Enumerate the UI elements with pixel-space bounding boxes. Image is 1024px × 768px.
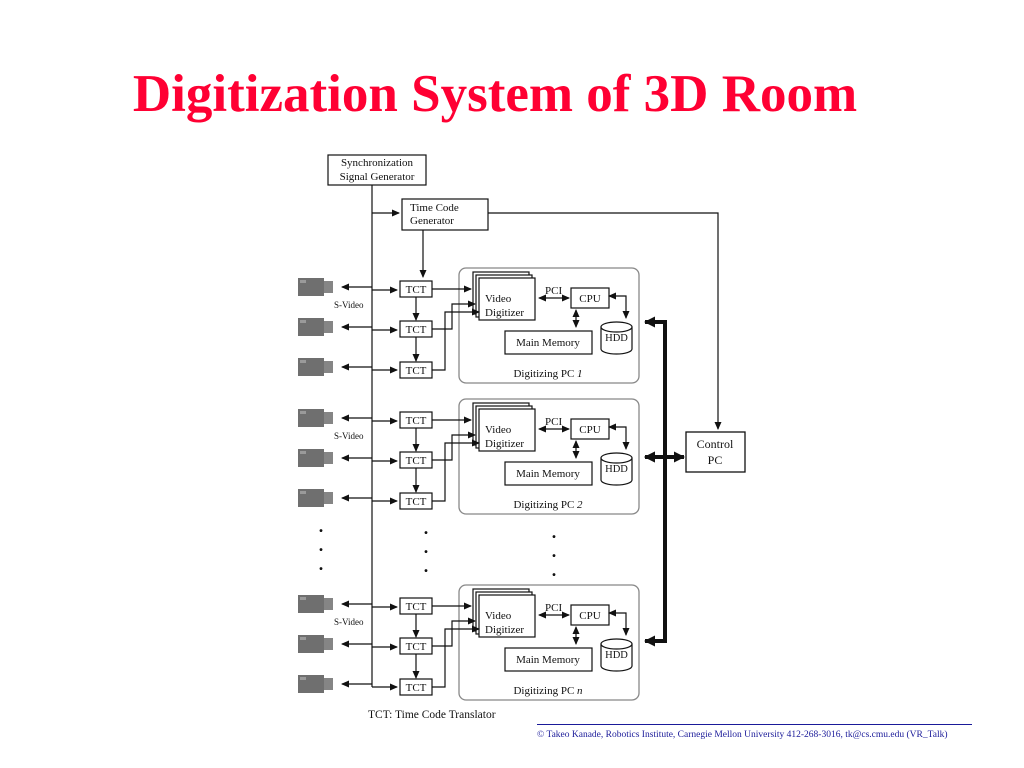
tct-label: TCT — [406, 415, 427, 427]
tct-to-digitizer-arrow — [432, 439, 480, 502]
control-pc-box — [685, 431, 746, 473]
sync-generator-box — [327, 154, 427, 186]
video-digitizer-label-1: Video — [485, 424, 512, 436]
slide-title: Digitization System of 3D Room — [132, 65, 858, 123]
ellipsis-cameras: . . . — [319, 516, 324, 574]
camera-icon — [298, 675, 333, 693]
tct-legend: TCT: Time Code Translator — [368, 709, 496, 721]
digitizing-group-2: S-VideoTCTTCTTCTVideoDigitizerPCICPUMain… — [298, 398, 640, 515]
main-memory-label: Main Memory — [516, 654, 580, 666]
video-digitizer-card — [478, 594, 536, 638]
pci-label: PCI — [545, 416, 562, 428]
camera-icon — [298, 489, 333, 507]
tct-to-digitizer-arrow — [432, 300, 476, 330]
time-code-generator-label-1: Time Code — [410, 202, 459, 214]
hdd-icon — [600, 452, 633, 486]
svg-text:.: . — [552, 541, 557, 561]
main-memory-label: Main Memory — [516, 337, 580, 349]
pci-label: PCI — [545, 285, 562, 297]
tct-label: TCT — [406, 601, 427, 613]
svg-text:.: . — [552, 560, 557, 580]
video-digitizer-label-1: Video — [485, 610, 512, 622]
svg-text:.: . — [319, 516, 324, 536]
camera-icon — [298, 409, 333, 427]
video-digitizer-label-2: Digitizer — [485, 307, 524, 319]
cpu-label: CPU — [579, 610, 600, 622]
cpu-hdd-arrow — [608, 292, 630, 319]
sync-generator-label-2: Signal Generator — [340, 171, 415, 183]
video-digitizer-label-2: Digitizer — [485, 438, 524, 450]
hdd-icon — [600, 321, 633, 355]
hdd-label: HDD — [605, 650, 628, 661]
svg-text:.: . — [319, 554, 324, 574]
camera-icon — [298, 358, 333, 376]
control-pc-label-2: PC — [708, 453, 723, 467]
svideo-label: S-Video — [334, 300, 364, 310]
digitizing-pc-label: Digitizing PC 2 — [513, 499, 583, 511]
ellipsis-digitizing-pcs: . . . — [552, 522, 557, 580]
footer-rule — [537, 724, 972, 725]
tct-to-digitizer-arrow — [432, 617, 476, 647]
digitizing-pc-label: Digitizing PC 1 — [513, 368, 582, 380]
control-pc-label-1: Control — [697, 437, 734, 451]
camera-icon — [298, 318, 333, 336]
svg-text:.: . — [319, 535, 324, 555]
tct-label: TCT — [406, 641, 427, 653]
digitizing-group-n: S-VideoTCTTCTTCTVideoDigitizerPCICPUMain… — [298, 584, 640, 701]
video-digitizer-card — [478, 277, 536, 321]
footer: © Takeo Kanade, Robotics Institute, Carn… — [537, 730, 997, 740]
tct-to-digitizer-arrow — [432, 431, 476, 461]
video-digitizer-label-1: Video — [485, 293, 512, 305]
tct-label: TCT — [406, 496, 427, 508]
camera-icon — [298, 635, 333, 653]
cpu-label: CPU — [579, 424, 600, 436]
footer-text: Takeo Kanade, Robotics Institute, Carneg… — [546, 730, 948, 740]
sync-generator-label-1: Synchronization — [341, 157, 414, 169]
copyright-symbol: © — [537, 730, 545, 740]
cpu-hdd-arrow — [608, 423, 630, 450]
video-digitizer-card — [478, 408, 536, 452]
camera-icon — [298, 278, 333, 296]
tct-label: TCT — [406, 682, 427, 694]
digitizing-pc-label: Digitizing PC n — [513, 685, 583, 697]
cpu-label: CPU — [579, 293, 600, 305]
svg-text:.: . — [424, 518, 429, 538]
tct-to-digitizer-arrow — [432, 625, 480, 688]
time-code-generator-box — [401, 198, 489, 231]
cpu-hdd-arrow — [608, 609, 630, 636]
tct-to-digitizer-arrow — [432, 308, 480, 371]
hdd-icon — [600, 638, 633, 672]
svg-text:.: . — [424, 537, 429, 557]
svg-text:.: . — [424, 556, 429, 576]
svideo-label: S-Video — [334, 431, 364, 441]
tct-label: TCT — [406, 365, 427, 377]
video-digitizer-label-2: Digitizer — [485, 624, 524, 636]
tct-label: TCT — [406, 284, 427, 296]
time-code-generator-label-2: Generator — [410, 215, 454, 227]
svg-text:.: . — [552, 522, 557, 542]
hdd-label: HDD — [605, 464, 628, 475]
main-memory-box — [504, 461, 593, 486]
ellipsis-tct: . . . — [424, 518, 429, 576]
tct-label: TCT — [406, 324, 427, 336]
control-bus-line — [649, 320, 667, 643]
main-memory-box — [504, 330, 593, 355]
main-memory-label: Main Memory — [516, 468, 580, 480]
camera-icon — [298, 595, 333, 613]
main-memory-box — [504, 647, 593, 672]
hdd-label: HDD — [605, 333, 628, 344]
camera-icon — [298, 449, 333, 467]
svideo-label: S-Video — [334, 617, 364, 627]
digitizing-group-1: S-VideoTCTTCTTCTVideoDigitizerPCICPUMain… — [298, 267, 640, 384]
timecode-to-control-pc-arrow — [488, 212, 722, 430]
pci-label: PCI — [545, 602, 562, 614]
tct-label: TCT — [406, 455, 427, 467]
